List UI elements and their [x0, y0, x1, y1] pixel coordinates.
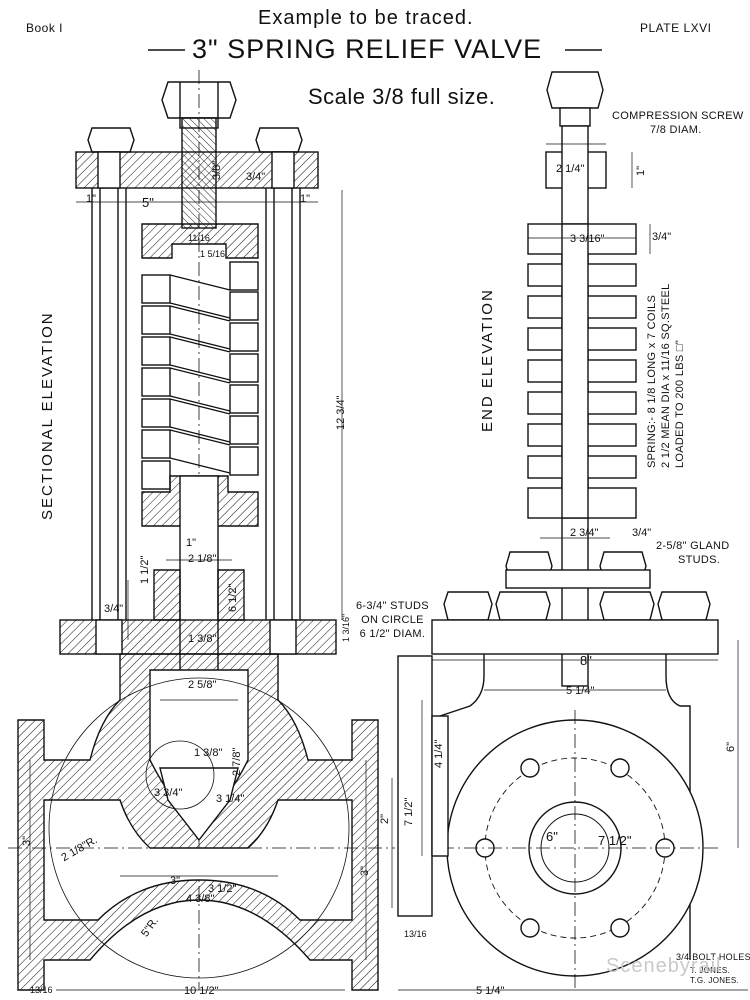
dim-label: 13/16 — [30, 985, 53, 995]
dim-label: 2 1/8" — [188, 553, 217, 565]
dim-label: 2 1/4" — [556, 163, 585, 175]
dim-label: 12 3/4" — [335, 395, 347, 431]
dim-label: 13/16 — [404, 929, 427, 939]
sectional-elevation-label: SECTIONAL ELEVATION — [39, 311, 56, 520]
dim-label: 6 1/2" — [227, 583, 239, 612]
dim-label: 1" — [300, 193, 311, 205]
spring-note: SPRING:- 8 1/8 LONG x 7 COILS 2 1/2 MEAN… — [646, 283, 686, 468]
dim-label: 1 3/8" — [188, 633, 217, 645]
dim-label: 4 1/4" — [433, 739, 445, 768]
dim-label: 1 3/16" — [341, 613, 351, 642]
dim-label: 5 1/4" — [476, 985, 505, 997]
dim-label: 6" — [546, 829, 558, 844]
sectional-elevation — [8, 70, 395, 991]
dim-label: 1 3/8" — [194, 747, 223, 759]
dim-label: 3" — [21, 835, 33, 846]
dim-label: 5 1/4" — [566, 685, 595, 697]
plate-label: PLATE LXVI — [640, 21, 712, 35]
bolt-holes-note: 3/4 BOLT HOLES. — [676, 952, 750, 962]
dim-label: 6" — [725, 741, 737, 752]
dim-label: 4 3/8" — [186, 893, 215, 905]
watermark: Scenebyrail — [606, 955, 722, 977]
dim-label: 1" — [86, 193, 97, 205]
dim-label: 3 1/2" — [208, 883, 237, 895]
gland-studs-note: 2-5/8" GLAND STUDS. — [656, 540, 730, 566]
dim-label: 1 5/16 — [200, 249, 226, 259]
dim-label: 11/16 — [188, 233, 210, 243]
dim-label: 1" — [635, 165, 647, 176]
dim-label: 3 3/4" — [154, 787, 183, 799]
dim-label: 3/4" — [652, 231, 672, 243]
dim-label: 10 1/2" — [184, 985, 219, 997]
compression-screw-note: COMPRESSION SCREW 7/8 DIAM. — [612, 110, 744, 136]
dim-label: 3 1/4" — [216, 793, 245, 805]
authors-note: T. JONES. T.G. JONES. — [690, 966, 740, 985]
dim-label: 1 1/2" — [139, 555, 151, 584]
caption: Example to be traced. — [258, 7, 474, 29]
dim-label: 1" — [186, 537, 197, 549]
dim-label: 3" — [170, 875, 181, 887]
dim-label: 3 3/16" — [570, 233, 605, 245]
dim-label: 7 1/2" — [403, 797, 415, 826]
dim-label: 3" — [359, 865, 371, 876]
dim-label: 2 7/8" — [231, 747, 243, 776]
dim-label: 5" — [142, 195, 154, 210]
dim-label: 3/4" — [104, 603, 124, 615]
dim-label: 3/4" — [632, 527, 652, 539]
page-title: 3" SPRING RELIEF VALVE — [192, 34, 543, 64]
dim-label: 7 1/2" — [598, 833, 632, 848]
dim-label: 3/8" — [211, 160, 223, 180]
dim-label: 2 3/4" — [570, 527, 599, 539]
studs-note: 6-3/4" STUDS ON CIRCLE 6 1/2" DIAM. — [356, 600, 429, 640]
dim-label: 2 5/8" — [188, 679, 217, 691]
scale-label: Scale 3/8 full size. — [308, 84, 496, 109]
dim-label: 2" — [379, 813, 391, 824]
dim-label: 8" — [580, 653, 592, 668]
dim-label: 3/4" — [246, 171, 266, 183]
end-elevation-label: END ELEVATION — [479, 288, 496, 432]
book-label: Book I — [26, 21, 64, 35]
end-elevation — [397, 71, 720, 990]
